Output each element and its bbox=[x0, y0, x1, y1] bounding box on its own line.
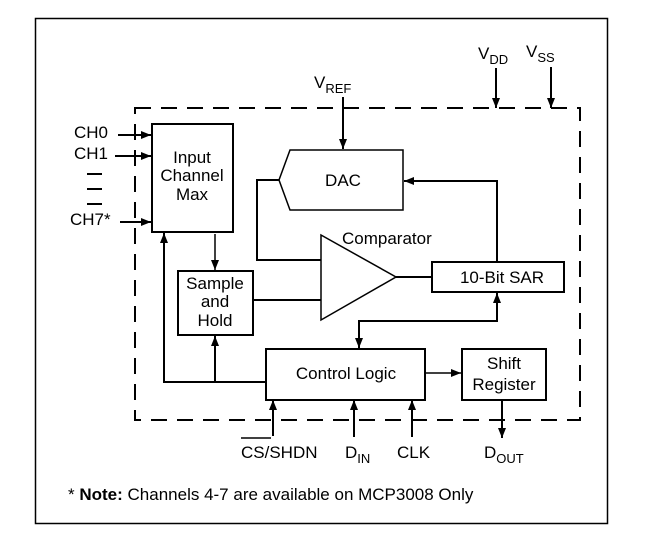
vref-sub: REF bbox=[325, 81, 351, 96]
din-main: D bbox=[345, 443, 357, 462]
channel-inputs: CH0 CH1 CH7* bbox=[70, 123, 151, 229]
footnote-bold: Note: bbox=[79, 485, 122, 504]
shift-register-line1: Shift bbox=[487, 354, 521, 373]
shift-register-line2: Register bbox=[472, 375, 536, 394]
vss-label: VSS bbox=[526, 42, 555, 65]
sh-label-line3: Hold bbox=[198, 311, 233, 330]
vref-label: VREF bbox=[314, 73, 351, 96]
din-label: DIN bbox=[345, 443, 370, 466]
dout-label: DOUT bbox=[484, 443, 524, 466]
din-sub: IN bbox=[357, 451, 370, 466]
sar-block: 10-Bit SAR bbox=[431, 261, 565, 293]
cs-label: CS/SHDN bbox=[241, 443, 318, 462]
vref-main: V bbox=[314, 73, 326, 92]
mux-label-line3: Max bbox=[176, 185, 209, 204]
shift-register-block: Shift Register bbox=[461, 348, 547, 401]
mux-label-line2: Channel bbox=[160, 166, 223, 185]
footnote-text: Channels 4-7 are available on MCP3008 On… bbox=[123, 485, 474, 504]
vss-sub: SS bbox=[537, 50, 555, 65]
vdd-label: VDD bbox=[478, 44, 508, 67]
comparator-block: Comparator bbox=[320, 229, 432, 322]
sar-label: 10-Bit SAR bbox=[460, 268, 544, 287]
footnote-prefix: * bbox=[68, 485, 79, 504]
ch1-label: CH1 bbox=[74, 144, 108, 163]
dac-block: DAC bbox=[278, 149, 404, 211]
vss-main: V bbox=[526, 42, 538, 61]
footnote: * Note: Channels 4-7 are available on MC… bbox=[68, 485, 474, 504]
sh-label-line1: Sample bbox=[186, 274, 244, 293]
dout-sub: OUT bbox=[496, 451, 524, 466]
comparator-label: Comparator bbox=[342, 229, 432, 248]
dac-label: DAC bbox=[325, 171, 361, 190]
control-logic-label: Control Logic bbox=[296, 364, 397, 383]
sh-label-line2: and bbox=[201, 292, 229, 311]
outer-frame bbox=[34, 17, 609, 525]
bottom-pins: CS/SHDN DIN CLK DOUT bbox=[241, 400, 524, 466]
vdd-main: V bbox=[478, 44, 490, 63]
mux-label-line1: Input bbox=[173, 148, 211, 167]
sar-control-bidirectional-wire bbox=[355, 293, 501, 348]
dac-to-comparator-wire bbox=[256, 179, 321, 261]
ch0-label: CH0 bbox=[74, 123, 108, 142]
sample-hold-block: Sample and Hold bbox=[177, 270, 254, 336]
control-to-mux-wire bbox=[160, 233, 266, 383]
input-channel-mux-block: Input Channel Max bbox=[151, 123, 234, 233]
ch7-label: CH7* bbox=[70, 210, 111, 229]
chip-boundary bbox=[134, 107, 581, 421]
vref-pin: VREF bbox=[314, 73, 351, 149]
vdd-sub: DD bbox=[489, 52, 508, 67]
control-logic-block: Control Logic bbox=[265, 348, 426, 401]
clk-label: CLK bbox=[397, 443, 431, 462]
supply-pins: VDD VSS bbox=[478, 42, 555, 108]
dout-main: D bbox=[484, 443, 496, 462]
sar-to-dac-wire bbox=[404, 177, 498, 262]
